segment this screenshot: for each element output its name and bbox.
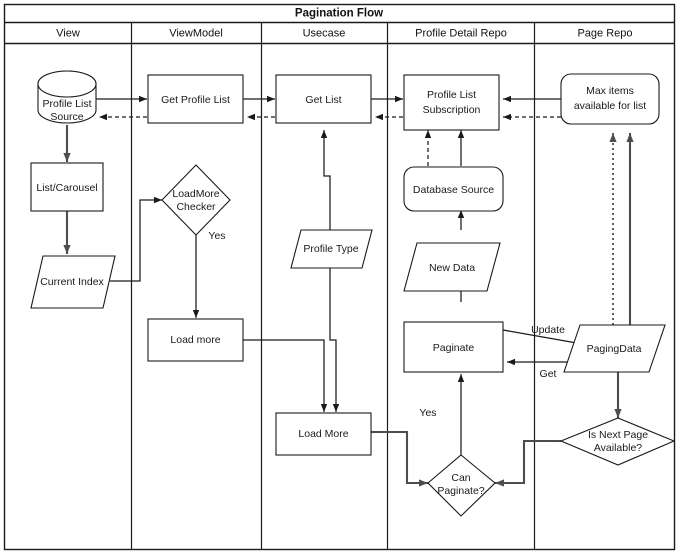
edge-label-loadmore-yes: Yes bbox=[208, 230, 225, 242]
edge-load-more-vm-to-load-more-usecase bbox=[243, 339, 328, 412]
node-label-paginate: Paginate bbox=[433, 342, 475, 354]
node-label-subscription-1: Profile List bbox=[427, 89, 476, 101]
lane-header-view: View bbox=[56, 27, 80, 39]
node-label-can-paginate-1: Can bbox=[451, 472, 470, 484]
edge-label-can-paginate-yes: Yes bbox=[419, 407, 436, 419]
edge-load-more-to-can-paginate bbox=[371, 430, 428, 487]
node-label-profile-list-source-1: Profile List bbox=[42, 98, 91, 110]
node-label-is-next-page-1: Is Next Page bbox=[588, 429, 648, 441]
edge-label-update: Update bbox=[531, 324, 565, 336]
node-load-more-vm: Load more bbox=[147, 318, 244, 362]
node-get-profile-list: Get Profile List bbox=[147, 74, 244, 124]
node-label-load-more-usecase: Load More bbox=[298, 428, 348, 440]
node-database-source: Database Source bbox=[403, 166, 504, 212]
node-profile-type: Profile Type bbox=[290, 229, 373, 269]
node-label-list-carousel: List/Carousel bbox=[36, 182, 97, 194]
node-loadmore-checker: LoadMore Checker bbox=[161, 164, 231, 236]
node-max-items: Max items available for list bbox=[560, 73, 660, 125]
node-current-index: Current Index bbox=[30, 255, 116, 309]
node-label-can-paginate-2: Paginate? bbox=[437, 485, 484, 497]
node-label-current-index: Current Index bbox=[40, 276, 104, 288]
lane-header-usecase: Usecase bbox=[303, 27, 346, 39]
node-label-new-data: New Data bbox=[429, 262, 475, 274]
node-profile-list-subscription: Profile List Subscription bbox=[403, 74, 500, 131]
node-label-get-list: Get List bbox=[305, 94, 341, 106]
node-can-paginate: Can Paginate? bbox=[427, 454, 496, 517]
node-label-load-more-vm: Load more bbox=[170, 334, 220, 346]
node-new-data: New Data bbox=[403, 242, 501, 292]
node-load-more-usecase: Load More bbox=[275, 412, 372, 456]
node-label-paging-data: PagingData bbox=[587, 343, 642, 355]
node-label-database-source: Database Source bbox=[413, 184, 494, 196]
node-label-is-next-page-2: Available? bbox=[594, 442, 642, 454]
lane-dividers bbox=[130, 22, 536, 549]
node-label-profile-list-source-2: Source bbox=[50, 111, 83, 123]
lane-header-page-repo: Page Repo bbox=[577, 27, 632, 39]
edge-profile-type-to-get-list bbox=[320, 130, 331, 230]
lane-header-profile-detail-repo: Profile Detail Repo bbox=[415, 27, 507, 39]
node-label-loadmore-checker-2: Checker bbox=[176, 201, 216, 213]
lane-header-viewmodel: ViewModel bbox=[169, 27, 223, 39]
node-list-carousel: List/Carousel bbox=[30, 162, 104, 212]
edge-is-next-page-to-can-paginate bbox=[495, 439, 561, 487]
node-label-profile-type: Profile Type bbox=[303, 243, 358, 255]
edge-profile-type-to-load-more bbox=[329, 268, 340, 412]
node-paginate: Paginate bbox=[403, 321, 504, 373]
node-paging-data: PagingData bbox=[563, 324, 666, 373]
node-label-subscription-2: Subscription bbox=[423, 104, 481, 116]
node-get-list: Get List bbox=[275, 74, 372, 124]
node-label-max-items-1: Max items bbox=[586, 85, 634, 97]
node-label-loadmore-checker-1: LoadMore bbox=[172, 188, 219, 200]
node-is-next-page: Is Next Page Available? bbox=[559, 417, 676, 466]
page-title: Pagination Flow bbox=[295, 8, 383, 20]
node-label-max-items-2: available for list bbox=[574, 100, 646, 112]
edge-label-get: Get bbox=[540, 368, 557, 380]
diagram-frame bbox=[3, 3, 676, 551]
edge-current-index-to-loadmore-checker bbox=[110, 196, 162, 282]
node-label-get-profile-list: Get Profile List bbox=[161, 94, 230, 106]
node-profile-list-source: Profile List Source bbox=[37, 70, 97, 124]
